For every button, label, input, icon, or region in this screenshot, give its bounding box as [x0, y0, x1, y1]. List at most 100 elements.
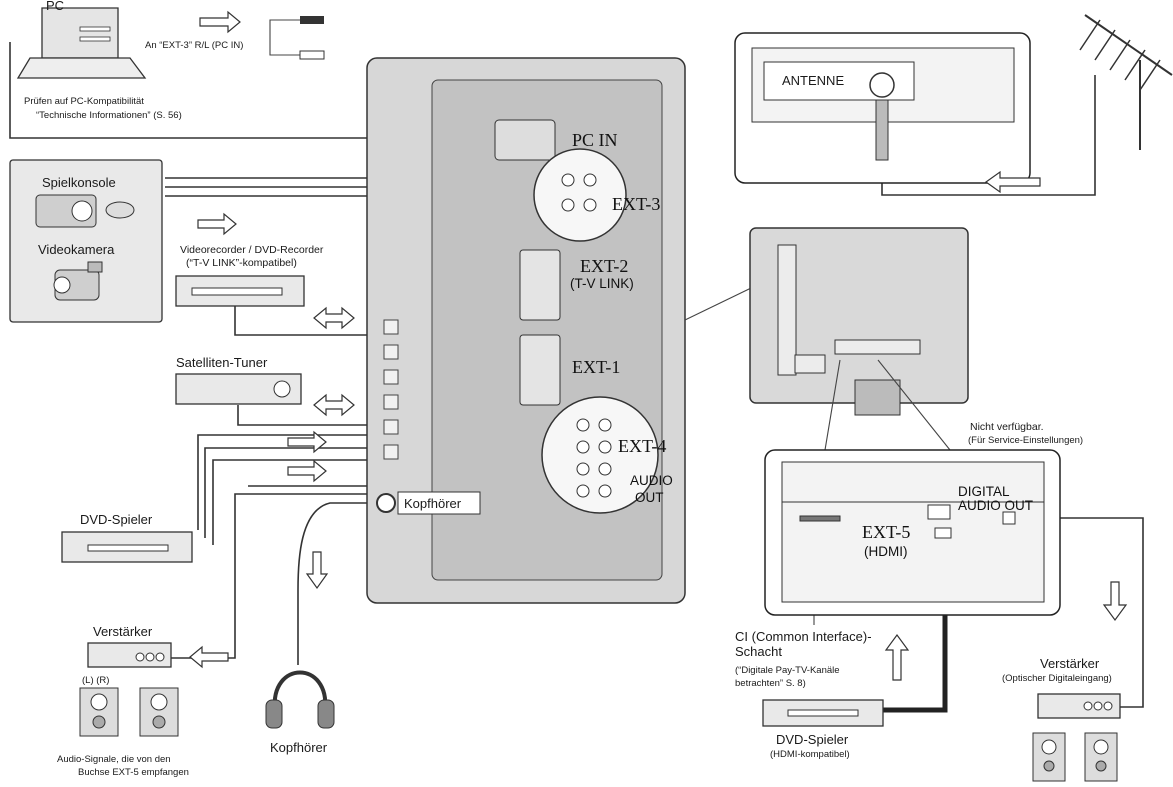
amplifier-knob-1: [135, 652, 145, 662]
headphone-cable: [297, 502, 378, 665]
amplifier-label: Verstärker: [93, 624, 153, 639]
ext2-label: EXT-2: [580, 256, 628, 276]
av-arrow: [197, 212, 237, 236]
speaker-left-icon: [79, 687, 119, 737]
ext4-magnifier: [541, 396, 659, 514]
ext5-label: EXT-5: [862, 522, 910, 542]
ext5-sub-label: (HDMI): [864, 544, 908, 559]
antenna-socket: [869, 72, 895, 98]
recorder-slot: [191, 287, 283, 296]
headphones-label: Kopfhörer: [270, 740, 328, 755]
ci-line1: CI (Common Interface)-: [735, 629, 872, 644]
ext3-jack-3: [561, 198, 575, 212]
amplifier-knob-2: [145, 652, 155, 662]
not-available-line2: (Für Service-Einstellungen): [968, 435, 1083, 446]
amp-opt-knob-1: [1083, 701, 1093, 711]
headphone-jack-label-box: [397, 491, 481, 515]
amp-opt-knob-3: [1103, 701, 1113, 711]
ext3-magnifier: [533, 148, 627, 242]
headphone-jack: [376, 493, 396, 513]
ext4-jack-7: [576, 484, 590, 498]
dvd-hdmi-label-line2: (HDMI-kompatibel): [770, 749, 850, 760]
amplifier-knob-3: [155, 652, 165, 662]
pc-audio-plug-1: [300, 16, 324, 24]
hdmi-panel-top: [781, 461, 1045, 503]
speaker-optical-left-icon: [1032, 732, 1066, 782]
ext4-jack-8: [598, 484, 612, 498]
ext1-scart-connector: [519, 334, 561, 406]
amplifier-optical-line2: (Optischer Digitaleingang): [1002, 673, 1112, 684]
dvd-hdmi-label-line1: DVD-Spieler: [776, 732, 849, 747]
speaker-optical-right-icon: [1084, 732, 1118, 782]
ext4-jack-2: [598, 418, 612, 432]
service-port: [927, 504, 951, 520]
optical-down-arrow: [1102, 581, 1128, 622]
not-available-line1: Nicht verfügbar.: [970, 421, 1044, 433]
pc-audio-plug-2: [299, 50, 325, 60]
recorder-double-arrow: [313, 306, 355, 330]
ext1-label: EXT-1: [572, 357, 620, 377]
ext4-arrow-1: [287, 430, 327, 454]
ext4-jack-1: [576, 418, 590, 432]
zoom-line-right: [877, 359, 951, 451]
satellite-tuner-knob: [273, 380, 291, 398]
ext3-label: EXT-3: [612, 194, 660, 214]
headphone-arrow: [305, 551, 329, 590]
ci-slot: [799, 515, 841, 522]
pc-arrow: [199, 10, 241, 34]
headphones-icon: [265, 670, 335, 729]
ci-line2: Schacht: [735, 644, 782, 659]
antenna-arrow: [984, 170, 1041, 194]
pc-audio-cable: [269, 19, 300, 56]
tv-side-connectors: [777, 244, 797, 376]
ext3-jack-4: [583, 198, 597, 212]
video-camera-label: Videokamera: [38, 242, 115, 257]
speaker-right-icon: [139, 687, 179, 737]
ext3-jack-1: [561, 173, 575, 187]
amp-opt-knob-2: [1093, 701, 1103, 711]
panel-ribs: [383, 319, 399, 460]
dvd-player-label: DVD-Spieler: [80, 512, 153, 527]
pc-cable-note: An “EXT-3” R/L (PC IN): [145, 40, 243, 51]
antenna-plug: [875, 99, 889, 161]
ext4-jack-5: [576, 462, 590, 476]
satellite-double-arrow: [313, 393, 355, 417]
ci-line3: (“Digitale Pay-TV-Kanäle: [735, 665, 840, 676]
game-console-label: Spielkonsole: [42, 175, 116, 190]
hdmi-up-arrow: [884, 633, 910, 681]
ci-line4: betrachten” S. 8): [735, 678, 806, 689]
amplifier-arrow: [189, 645, 229, 669]
ext4-arrow-2: [287, 459, 327, 483]
ext2-scart-connector: [519, 249, 561, 321]
optical-port: [1002, 511, 1016, 525]
recorder-label-line2: (“T-V LINK”-kompatibel): [186, 257, 297, 269]
audio-out-label-line1: AUDIO: [630, 473, 673, 488]
pc-check-line1: Prüfen auf PC-Kompatibilität: [24, 96, 144, 107]
tv-stand-neck: [854, 379, 901, 416]
ext4-jack-3: [576, 440, 590, 454]
hdmi-port: [934, 527, 952, 539]
ext4-jack-4: [598, 440, 612, 454]
pc-check-line2: “Technische Informationen” (S. 56): [36, 110, 182, 121]
speaker-lr-label: (L) (R): [82, 675, 109, 686]
ext2-sub-label: (T-V LINK): [570, 276, 634, 291]
amplifier-optical-line1: Verstärker: [1040, 656, 1100, 671]
audio-out-label-line2: OUT: [635, 490, 664, 505]
dvd-hdmi-slot: [787, 709, 859, 717]
ext3-jack-2: [583, 173, 597, 187]
tv-bottom-connectors: [834, 339, 921, 355]
pc-in-connector: [494, 119, 556, 161]
tv-antenna-input: [794, 354, 826, 374]
audio-note-line2: Buchse EXT-5 empfangen: [78, 767, 189, 778]
headphone-jack-label: Kopfhörer: [404, 496, 462, 511]
ext4-jack-6: [598, 462, 612, 476]
pc-label: PC: [46, 0, 64, 13]
zoom-line-left: [824, 359, 841, 451]
ext4-label: EXT-4: [618, 436, 666, 456]
pc-device: [16, 7, 147, 79]
dvd-player-slot: [87, 544, 169, 552]
digital-audio-out-line2: AUDIO OUT: [958, 498, 1033, 513]
audio-note-line1: Audio-Signale, die von den: [57, 754, 171, 765]
antenna-icon: [1079, 14, 1173, 150]
